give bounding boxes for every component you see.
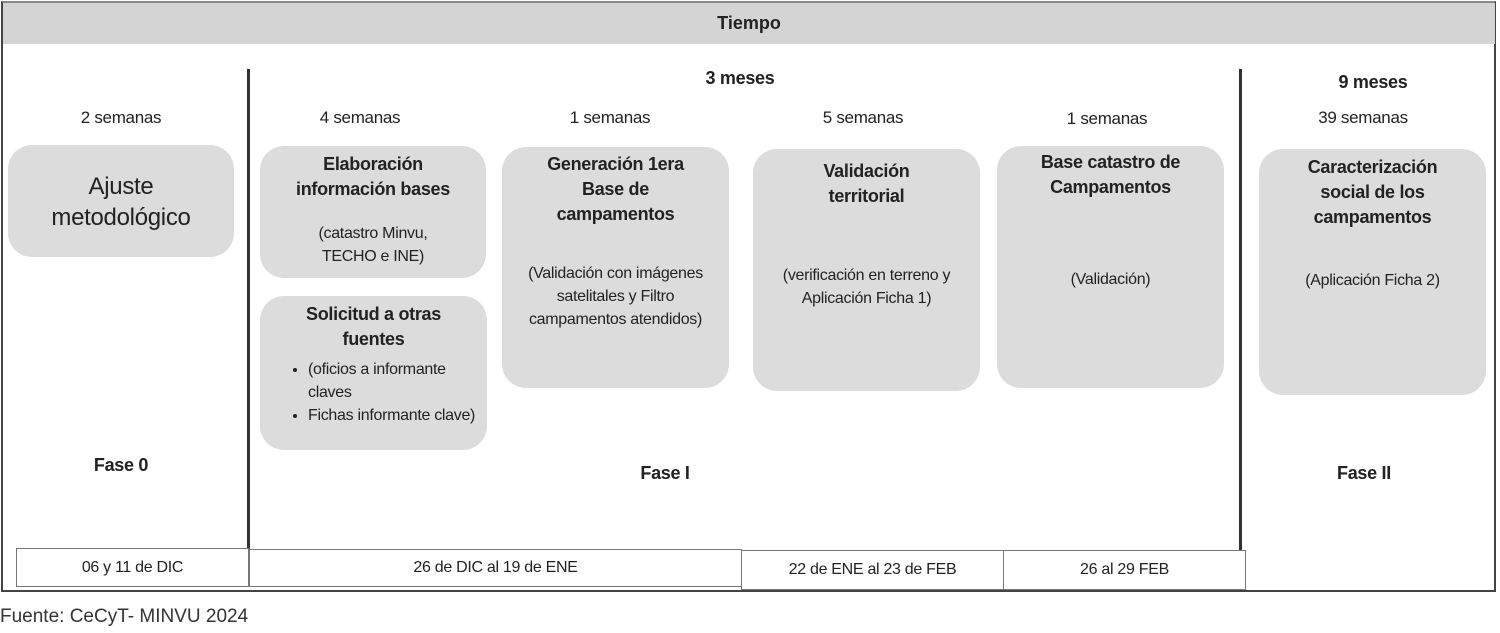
- divider-fase0-fase1: [247, 69, 250, 586]
- box-title: Base catastro de Campamentos: [1040, 152, 1181, 197]
- duration-label: 4 semanas: [319, 108, 401, 127]
- box-title: Ajuste metodológico: [51, 173, 191, 231]
- bullet-list: (oficios a informante claves Fichas info…: [270, 358, 477, 427]
- bullet-item: Fichas informante clave): [308, 404, 477, 427]
- date-cell: 22 de ENE al 23 de FEB: [741, 550, 1004, 590]
- phase-label-0: Fase 0: [93, 455, 149, 475]
- diagram-frame: [1, 1, 1496, 592]
- fase2-total: 9 meses: [1338, 72, 1408, 92]
- box-title: Elaboración información bases: [296, 154, 450, 199]
- box-description: (verificación en terreno y Aplicación Fi…: [782, 267, 951, 307]
- box-description: (catastro Minvu, TECHO e INE): [318, 225, 428, 265]
- box-title: Caracterización social de los campamento…: [1307, 157, 1438, 227]
- phase-label-2: Fase II: [1337, 463, 1391, 483]
- date-cell: 06 y 11 de DIC: [16, 548, 249, 587]
- fase1-total: 3 meses: [705, 68, 775, 88]
- header-tiempo: Tiempo: [3, 3, 1495, 44]
- box-description: (Validación): [1070, 271, 1151, 288]
- bullet-item: (oficios a informante claves: [308, 358, 477, 404]
- box-validacion-territorial: Validación territorial (verificación en …: [753, 149, 980, 391]
- box-generacion: Generación 1era Base de campamentos (Val…: [502, 147, 729, 388]
- box-solicitud: Solicitud a otras fuentes (oficios a inf…: [260, 296, 487, 450]
- box-caracterizacion: Caracterización social de los campamento…: [1259, 149, 1486, 395]
- duration-label: 1 semanas: [569, 108, 651, 127]
- source-note: Fuente: CeCyT- MINVU 2024: [0, 606, 249, 627]
- date-cell: 26 al 29 FEB: [1003, 550, 1246, 590]
- duration-label: 39 semanas: [1318, 108, 1408, 127]
- duration-label: 5 semanas: [822, 108, 904, 127]
- box-description: (Validación con imágenes satelitales y F…: [528, 265, 703, 328]
- box-title: Solicitud a otras fuentes: [306, 304, 441, 349]
- box-elaboracion: Elaboración información bases (catastro …: [260, 146, 486, 278]
- duration-label: 1 semanas: [1066, 109, 1148, 128]
- divider-fase1-fase2: [1239, 69, 1242, 590]
- box-ajuste-metodologico: Ajuste metodológico: [8, 145, 234, 257]
- date-cell: 26 de DIC al 19 de ENE: [249, 549, 742, 587]
- duration-label: 2 semanas: [80, 108, 162, 127]
- box-base-catastro: Base catastro de Campamentos (Validación…: [997, 146, 1224, 388]
- box-title: Generación 1era Base de campamentos: [547, 154, 684, 224]
- phase-label-1: Fase I: [640, 463, 690, 483]
- box-description: (Aplicación Ficha 2): [1305, 272, 1440, 289]
- box-title: Validación territorial: [823, 161, 910, 206]
